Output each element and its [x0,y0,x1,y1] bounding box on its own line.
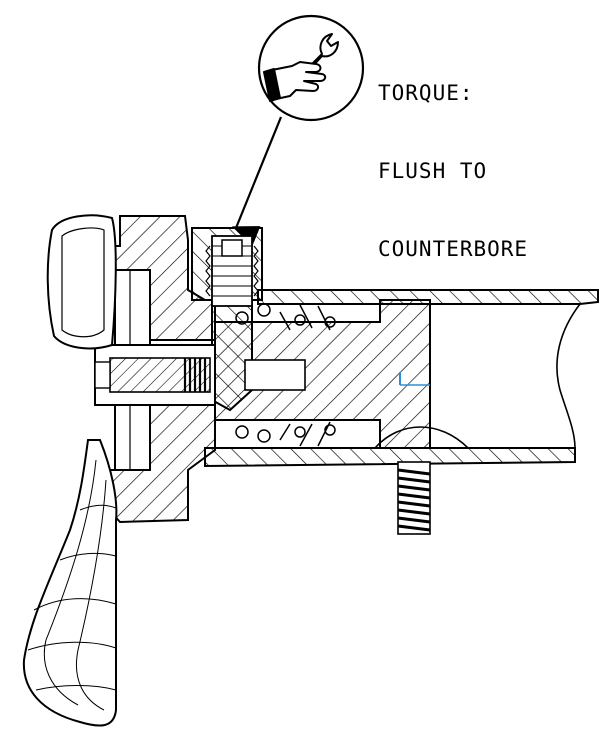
torque-callout [257,14,365,122]
tube-body [204,289,599,468]
torque-note: TORQUE: FLUSH TO COUNTERBORE [378,28,528,288]
detent-bump [374,426,469,449]
torque-note-line-2: FLUSH TO [378,159,488,183]
mounting-screw [397,461,431,535]
lever-knob [46,214,117,350]
torque-note-line-1: TORQUE: [378,81,474,105]
lever-handle [22,439,118,727]
spring-upper [235,303,336,331]
hand-wrench-icon [263,33,339,102]
torque-note-line-3: COUNTERBORE [378,237,529,261]
leader-arrow [231,116,283,247]
cross-bolt [94,357,211,393]
spring-lower [235,421,336,447]
